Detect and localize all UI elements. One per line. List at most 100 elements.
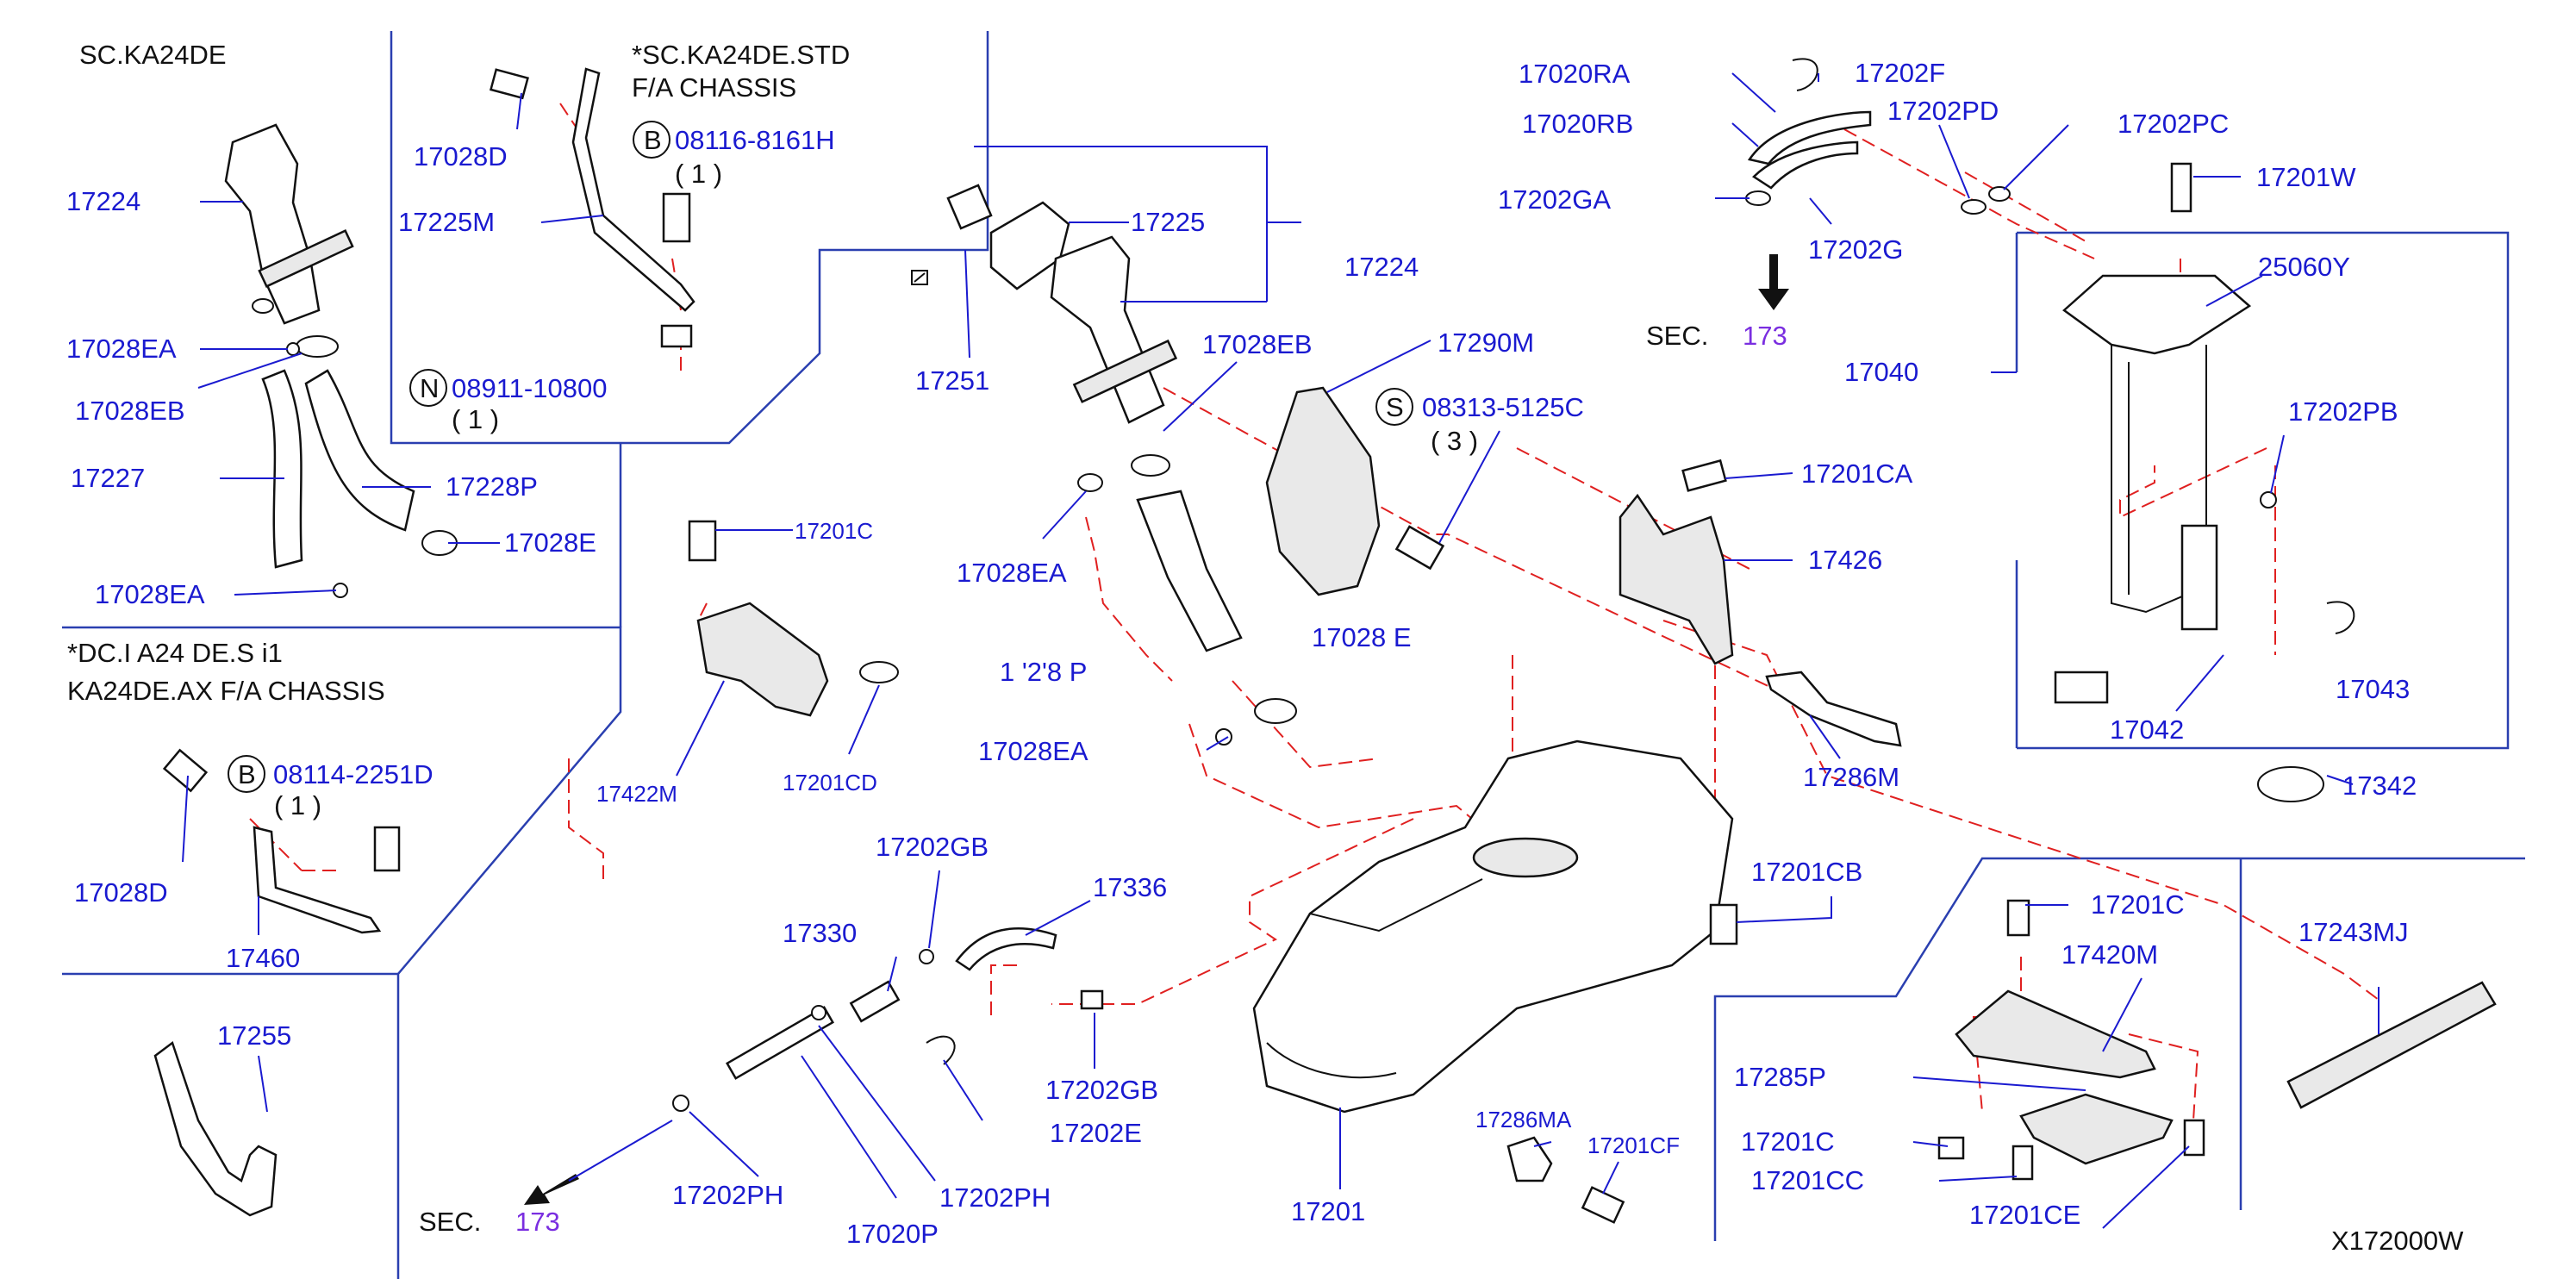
label-17028eb-left: 17028EB — [75, 396, 185, 426]
clamp-17028eb-mid — [1131, 454, 1170, 477]
clamp-17028ea-mid — [1077, 473, 1103, 492]
label-17028d-top: 17028D — [414, 141, 508, 172]
label-17202pd: 17202PD — [1887, 96, 1999, 126]
nut-08911 — [660, 324, 693, 348]
label-17201c-low: 17201C — [1741, 1126, 1835, 1157]
headings: SC.KA24DE *SC.KA24DE.STD F/A CHASSIS *DC… — [67, 40, 850, 706]
section-frames — [62, 31, 2525, 1279]
label-25060y: 25060Y — [2258, 252, 2350, 282]
part-shapes — [153, 58, 2497, 1224]
label-17227: 17227 — [71, 463, 145, 493]
bolt-17201cb — [1709, 903, 1738, 945]
label-17202e: 17202E — [1050, 1118, 1142, 1148]
callout-s-circle — [1375, 388, 1413, 426]
filler-neck-mid — [1050, 235, 1165, 424]
clip-17202e — [926, 1035, 956, 1065]
label-17028ea-mid1: 17028EA — [957, 558, 1067, 588]
callout-b1-number: 08116-8161H — [675, 125, 835, 155]
bolt-17201w — [2170, 162, 2192, 213]
label-17224-mid: 17224 — [1344, 252, 1419, 282]
label-17251: 17251 — [915, 365, 989, 396]
clip-17202ga — [1745, 190, 1771, 206]
callout-b1-letter: B — [644, 125, 662, 155]
clip-17201cd — [859, 661, 899, 683]
callout-b1-qty: ( 1 ) — [675, 159, 722, 189]
pump-17043 — [2180, 524, 2218, 631]
label-17028d-bottom: 17028D — [74, 877, 168, 908]
clip-17202pd — [1961, 199, 1987, 215]
label-17290m: 17290M — [1438, 328, 1534, 358]
callout-b2-number: 08114-2251D — [273, 759, 433, 789]
heading-std-2: F/A CHASSIS — [632, 72, 796, 103]
callout-s-qty: ( 3 ) — [1431, 426, 1478, 456]
sec-arrow-top — [1758, 254, 1789, 310]
label-17028ea-mid2: 17028EA — [978, 736, 1088, 766]
label-17201ca: 17201CA — [1801, 459, 1913, 489]
heading-std-1: *SC.KA24DE.STD — [632, 40, 850, 70]
filter-17042 — [2054, 671, 2109, 704]
bolt-17028d-top — [489, 68, 529, 100]
pipe-17020p — [726, 1006, 834, 1080]
fuel-tank-17201 — [1252, 739, 1734, 1114]
sec-bottom-number: 173 — [515, 1207, 560, 1237]
label-17342: 17342 — [2342, 771, 2417, 801]
label-17201c-mid: 17201C — [795, 518, 873, 544]
label-17040: 17040 — [1844, 357, 1918, 387]
label-17202gb-top: 17202GB — [876, 832, 989, 862]
label-17201ce: 17201CE — [1969, 1200, 2080, 1230]
hose-mid — [1136, 490, 1243, 652]
label-17225m: 17225M — [398, 207, 495, 237]
label-17286m: 17286M — [1803, 762, 1899, 792]
bracket-17420m — [1955, 989, 2156, 1079]
bracket-17285p — [2019, 1093, 2174, 1165]
bolt-08116 — [662, 192, 691, 243]
bolt-08114 — [373, 826, 401, 872]
insulator-17243mj — [2286, 981, 2497, 1109]
callout-b2-qty: ( 1 ) — [274, 790, 321, 820]
clamp-17028eb-left — [296, 335, 339, 358]
callout-n-qty: ( 1 ) — [452, 404, 499, 434]
label-17330: 17330 — [783, 918, 857, 948]
label-17202ph-2: 17202PH — [939, 1182, 1051, 1213]
bracket-17286ma — [1506, 1136, 1553, 1182]
clip-17202pb — [2260, 491, 2277, 508]
filter-17330 — [849, 980, 901, 1023]
bracket-17422m — [696, 602, 829, 717]
callout-n-circle — [409, 369, 447, 407]
bracket-17426 — [1619, 493, 1734, 665]
hose-17228p-left — [304, 369, 415, 532]
label-17201cc: 17201CC — [1751, 1165, 1864, 1195]
label-17028e-mid: 17028 E — [1312, 622, 1412, 652]
label-17286ma: 17286MA — [1475, 1107, 1572, 1132]
label-17201cb: 17201CB — [1751, 857, 1862, 887]
bolt-08313 — [1394, 525, 1445, 571]
label-17460: 17460 — [226, 943, 300, 973]
callout-texts: B 08116-8161H ( 1 ) N 08911-10800 ( 1 ) … — [238, 125, 1584, 820]
part-labels: 17224 17028D 17225M 17028EA 17028EB 1722… — [66, 58, 2417, 1249]
bracket-17286m — [1765, 671, 1902, 747]
bracket-17225m — [571, 67, 695, 312]
label-17201c-right: 17201C — [2091, 889, 2185, 920]
label-17020rb: 17020RB — [1522, 109, 1633, 139]
label-17202f: 17202F — [1855, 58, 1945, 88]
label-17225: 17225 — [1131, 207, 1205, 237]
clip-17202ph-1 — [811, 1005, 826, 1020]
label-17228p-left: 17228P — [446, 471, 538, 502]
label-17202pb: 17202PB — [2288, 396, 2398, 427]
bolt-17201c-mid — [688, 520, 717, 562]
diagram-code: X172000W — [2331, 1226, 2464, 1256]
label-17228p-mid: 1 '2'8 P — [1000, 657, 1087, 687]
fuel-pump-module-17040 — [2062, 274, 2252, 355]
clip-17202gb-top — [919, 949, 934, 964]
callout-b2-letter: B — [238, 759, 256, 789]
callout-s-number: 08313-5125C — [1422, 392, 1584, 422]
bolt-17201ce — [2183, 1119, 2205, 1157]
callout-b2-circle — [228, 755, 265, 793]
bolt-17201cf — [1581, 1186, 1625, 1224]
clip-17202f — [1792, 58, 1818, 91]
sec-top-word: SEC. — [1646, 321, 1708, 351]
sec-bottom-word: SEC. — [419, 1207, 481, 1237]
label-17202pc: 17202PC — [2118, 109, 2229, 139]
label-17201cf: 17201CF — [1587, 1132, 1680, 1158]
label-17202g: 17202G — [1808, 234, 1903, 265]
